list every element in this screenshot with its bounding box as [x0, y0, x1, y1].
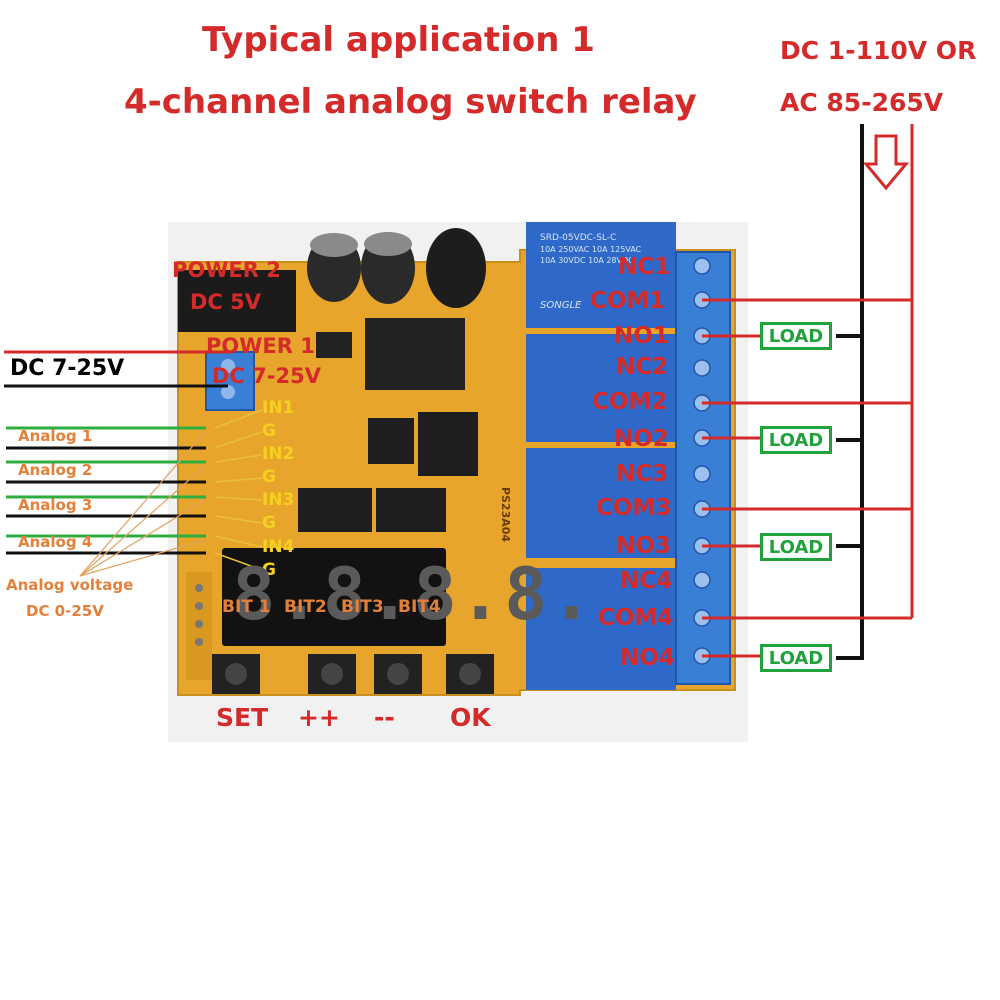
board-marking: PS23A04: [499, 486, 513, 543]
relay-model: SRD-05VDC-SL-C: [540, 233, 617, 243]
terminal-label: COM3: [596, 495, 672, 521]
supply-label-line-1: DC 1-110V OR: [780, 36, 977, 65]
terminal-label: NC2: [616, 354, 669, 380]
analog-label: Analog 2: [18, 461, 93, 479]
led-digits: 8.8.8.8.: [232, 552, 595, 636]
ic-2: [418, 412, 478, 476]
bit-label: BIT 1: [222, 597, 271, 617]
led-display: [222, 548, 446, 646]
power2-label: POWER 2: [172, 258, 281, 282]
led-digit: 8.: [322, 552, 414, 636]
bit-label: BIT3: [341, 597, 384, 617]
ok-button-label: OK: [450, 703, 491, 732]
dc-input-label: DC 7-25V: [10, 356, 125, 381]
analog-label: Analog 1: [18, 427, 93, 445]
terminal-label: NC3: [616, 461, 669, 487]
pin-label: IN2: [262, 444, 295, 464]
terminal-label: NC1: [618, 254, 671, 280]
power2-voltage: DC 5V: [190, 290, 262, 314]
relay-2: [526, 334, 676, 442]
pin-label: IN1: [262, 398, 295, 418]
analog-voltage-label: Analog voltage: [6, 576, 134, 594]
load-box: LOAD: [760, 426, 832, 454]
terminal-label: COM2: [592, 389, 668, 415]
pin-label: IN4: [262, 537, 295, 557]
regulator: [365, 318, 465, 390]
terminal-label: COM1: [590, 288, 666, 314]
inductor: [426, 228, 486, 308]
analog-voltage-range: DC 0-25V: [26, 602, 104, 620]
relay-brand: SONGLE: [540, 300, 582, 311]
load-box: LOAD: [760, 533, 832, 561]
plus-button-label: ++: [298, 703, 340, 732]
relay-spec: 10A 250VAC 10A 125VAC: [540, 245, 642, 254]
power-jack: [178, 270, 296, 332]
ic-1: [368, 418, 414, 464]
minus-button-label: --: [374, 703, 395, 732]
terminal-label: NO4: [620, 645, 675, 671]
led-digit: 8.: [232, 552, 323, 636]
power1-label: POWER 1: [206, 334, 315, 358]
terminal-label: COM4: [598, 605, 674, 631]
ic-4: [376, 488, 446, 532]
terminal-label: NO1: [614, 323, 669, 349]
pin-label: G: [262, 467, 276, 487]
relay-1: [526, 222, 676, 328]
analog-label: Analog 3: [18, 496, 93, 514]
down-arrow-icon: [862, 134, 910, 191]
bit-label: BIT4: [398, 597, 441, 617]
bit-label: BIT2: [284, 597, 327, 617]
terminal-label: NO2: [614, 426, 669, 452]
relay-3: [526, 448, 676, 558]
pin-label: G: [262, 513, 276, 533]
title-line-2: 4-channel analog switch relay: [124, 82, 697, 122]
title-line-1: Typical application 1: [202, 20, 595, 60]
supply-label-line-2: AC 85-265V: [780, 88, 944, 117]
pin-label: G: [262, 421, 276, 441]
analog-label: Analog 4: [18, 533, 93, 551]
load-box: LOAD: [760, 322, 832, 350]
pin-label: IN3: [262, 490, 295, 510]
ic-3: [298, 488, 372, 532]
led-digit: 8.: [413, 552, 505, 636]
pin-label: G: [262, 560, 276, 580]
set-button-label: SET: [216, 703, 269, 732]
terminal-label: NO3: [616, 533, 671, 559]
power1-voltage: DC 7-25V: [212, 364, 321, 388]
led-digit: 8.: [504, 552, 595, 636]
terminal-label: NC4: [620, 568, 673, 594]
relay-4: [526, 568, 676, 690]
relay-spec: 10A 30VDC 10A 28VDC: [540, 256, 634, 265]
load-box: LOAD: [760, 644, 832, 672]
